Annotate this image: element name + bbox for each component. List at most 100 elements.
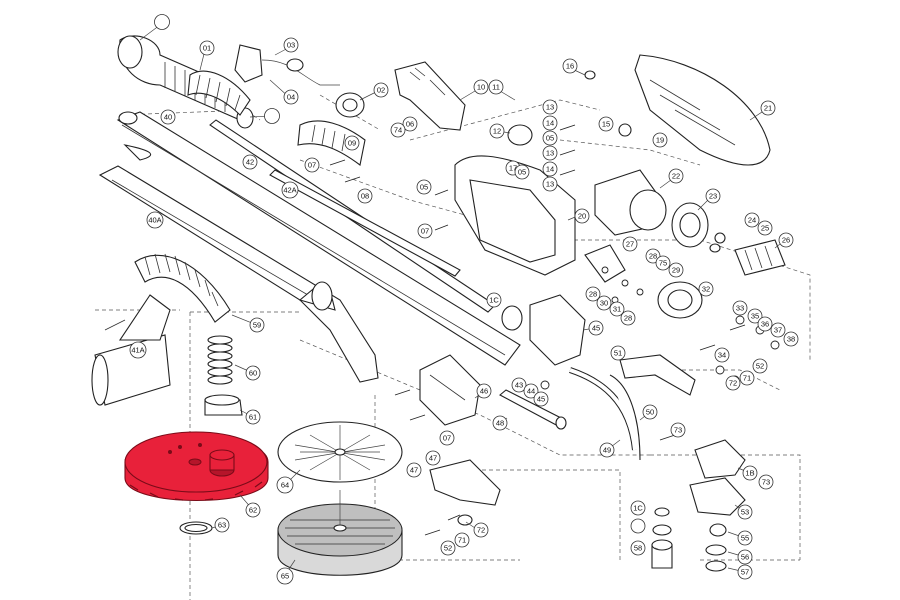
callout-label: 59	[253, 321, 261, 330]
handle-09	[297, 120, 366, 166]
callout-19: 19	[652, 132, 668, 148]
callout-14a: 14	[542, 115, 558, 131]
callout-label: 34	[718, 351, 726, 360]
callout-59: 57	[737, 564, 753, 580]
callout-label: 63	[218, 521, 226, 530]
callout-label: 07	[421, 227, 429, 236]
callout-70: 74	[390, 122, 406, 138]
callout-label: 12	[493, 127, 501, 136]
callout-05a: 05	[542, 130, 558, 146]
callout-label: 52	[756, 362, 764, 371]
callout-label: 24	[748, 216, 756, 225]
callout-1B	[154, 14, 170, 30]
callout-30: 30	[596, 295, 612, 311]
retaining-ring-65	[179, 521, 213, 535]
callout-49: 49	[599, 442, 615, 458]
shaft-42A	[269, 169, 461, 277]
callout-label: 74	[394, 126, 402, 135]
callout-08: 08	[357, 188, 373, 204]
plate-27	[584, 244, 626, 283]
callout-label: 13	[546, 103, 554, 112]
callout-label: 57	[741, 568, 749, 577]
callout-58: 56	[737, 549, 753, 565]
callout-62: 60	[245, 365, 261, 381]
callout-label: 30	[600, 299, 608, 308]
callout-02: 02	[373, 82, 389, 98]
callout-42A: 42A	[281, 181, 299, 199]
callout-01: 01	[199, 40, 215, 56]
callout-label: 1B	[745, 469, 754, 478]
callout-label: 44	[527, 387, 535, 396]
callout-1C	[264, 108, 280, 124]
callout-label: 43	[515, 381, 523, 390]
armature-26	[734, 239, 786, 276]
callout-label: 14	[546, 119, 554, 128]
callout-11: 11	[488, 79, 504, 95]
cap-72-56	[689, 439, 746, 572]
callout-46: 46	[476, 383, 492, 399]
callout-label: 31	[613, 305, 621, 314]
head-housing-46	[419, 354, 481, 426]
callout-04: 04	[283, 89, 299, 105]
callout-40A: 40A	[146, 211, 164, 229]
callout-label: 48	[496, 419, 504, 428]
callout-label: 16	[566, 62, 574, 71]
callout-22: 22	[668, 168, 684, 184]
callout-34: 34	[714, 347, 730, 363]
callout-label: 73	[762, 478, 770, 487]
spoke-plate-66A	[277, 421, 403, 483]
callout-67b: 71	[454, 532, 470, 548]
corrugated-hose-61	[118, 253, 231, 341]
extension-pipe-41A	[91, 319, 171, 406]
flex-hose-49-50	[569, 367, 641, 461]
plug-03-04	[234, 44, 340, 86]
callout-label: 47	[410, 466, 418, 475]
callout-label: 17	[509, 164, 517, 173]
callout-label: 09	[348, 139, 356, 148]
callout-label: 23	[709, 192, 717, 201]
callout-label: 52	[444, 544, 452, 553]
callout-label: 13	[546, 149, 554, 158]
callout-label: 25	[761, 224, 769, 233]
callout-57: 55	[737, 530, 753, 546]
rod-48	[499, 389, 567, 430]
cover-21	[634, 54, 771, 166]
callout-66A: 64	[276, 476, 294, 494]
callout-label: 33	[736, 304, 744, 313]
callout-13c: 13	[542, 176, 558, 192]
callout-21: 21	[760, 100, 776, 116]
callout-69a: 73	[670, 422, 686, 438]
callout-68a: 72	[725, 375, 741, 391]
callout-label: 62	[249, 506, 257, 515]
callout-label: 40A	[148, 216, 161, 225]
callout-41A: 41A	[129, 341, 147, 359]
callout-68b: 72	[473, 522, 489, 538]
callout-label: 19	[656, 136, 664, 145]
callout-label: 36	[761, 320, 769, 329]
callout-13a: 13	[542, 99, 558, 115]
motor-22	[594, 169, 667, 236]
callout-55b: 52	[440, 540, 456, 556]
callout-53: 51	[610, 345, 626, 361]
callout-label: 51	[614, 349, 622, 358]
callout-label: 40	[164, 113, 172, 122]
callout-42: 42	[242, 154, 258, 170]
callout-31: 31	[609, 301, 625, 317]
callout-25: 25	[757, 220, 773, 236]
callout-07a: 07	[304, 157, 320, 173]
callout-44: 44	[523, 383, 539, 399]
callout-16: 16	[562, 58, 578, 74]
callout-33: 33	[732, 300, 748, 316]
callout-66B: 65	[276, 567, 294, 585]
callout-label: 08	[361, 192, 369, 201]
arm-tube-40A	[98, 165, 379, 383]
callout-60: 58	[630, 540, 646, 556]
callout-label: 29	[672, 266, 680, 275]
callout-label: 42	[246, 158, 254, 167]
callout-67a: 71	[739, 370, 755, 386]
callout-label: 45	[537, 395, 545, 404]
callout-label: 28	[649, 252, 657, 261]
callout-37: 37	[770, 322, 786, 338]
callout-05c: 05	[416, 179, 432, 195]
